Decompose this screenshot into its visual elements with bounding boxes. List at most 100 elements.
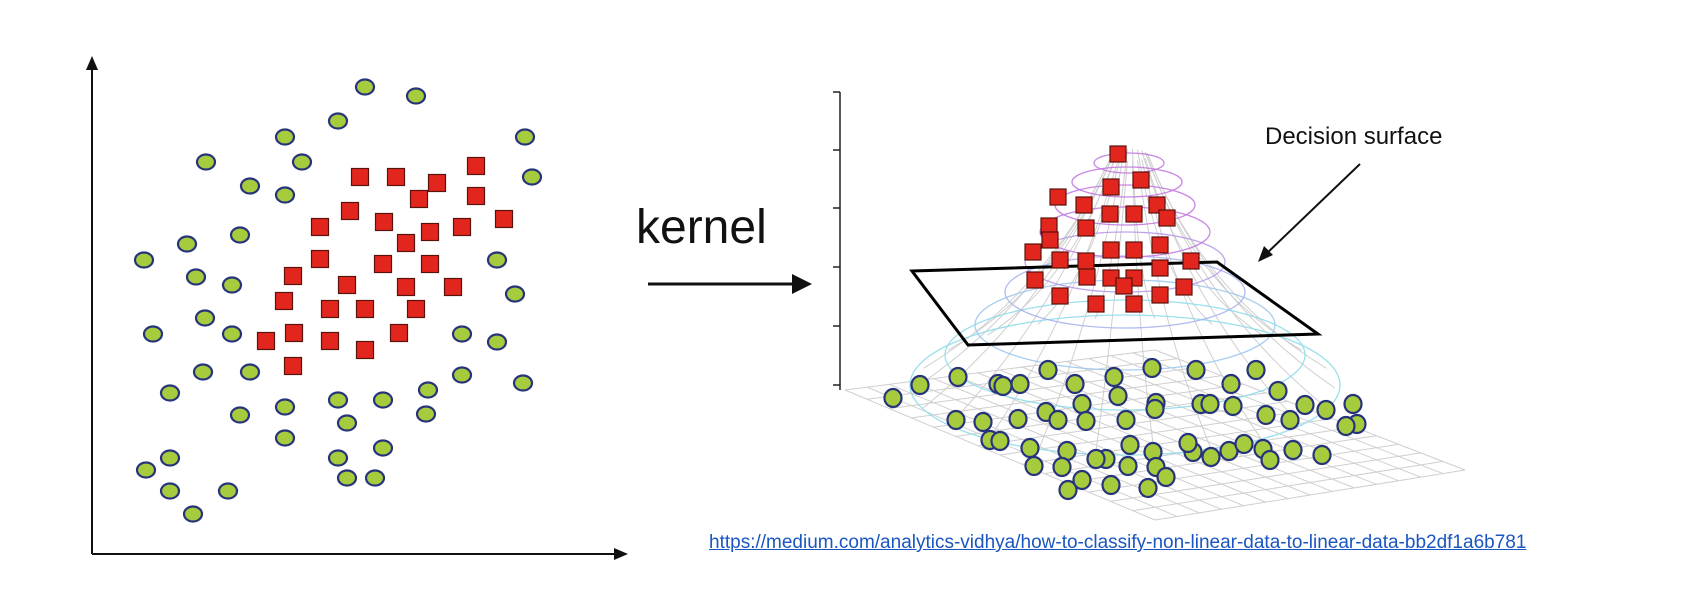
- class-a-point: [372, 391, 394, 409]
- class-a-point: [159, 449, 181, 467]
- class-b-point: [1151, 259, 1169, 277]
- class-b-point: [1041, 231, 1059, 249]
- z-axis: [833, 91, 841, 390]
- class-b-point: [320, 331, 340, 351]
- class-b-point: [1109, 145, 1127, 163]
- class-b-point: [1078, 268, 1096, 286]
- class-a-point: [1156, 466, 1176, 488]
- contour-ring: [1004, 255, 1246, 329]
- mesh-line: [1094, 160, 1128, 458]
- class-a-point: [221, 325, 243, 343]
- class-b-point: [1087, 295, 1105, 313]
- class-a-point: [229, 226, 251, 244]
- class-a-point: [1072, 469, 1092, 491]
- class-a-point: [417, 381, 439, 399]
- class-a-point: [336, 414, 358, 432]
- class-a-point: [327, 391, 349, 409]
- class-a-point: [274, 429, 296, 447]
- class-a-point: [1086, 448, 1106, 470]
- class-b-point: [1132, 171, 1150, 189]
- class-a-point: [415, 405, 437, 423]
- class-a-point: [1260, 449, 1280, 471]
- decision-surface-plane: [909, 260, 1323, 347]
- class-b-point: [1151, 286, 1169, 304]
- class-a-point: [1145, 398, 1165, 420]
- mesh-line: [1144, 151, 1302, 351]
- class-a-point: [1268, 380, 1288, 402]
- class-a-point: [1283, 439, 1303, 461]
- class-a-point: [1246, 359, 1266, 381]
- class-b-point: [1026, 271, 1044, 289]
- mesh-line: [1132, 160, 1156, 458]
- class-b-point: [1049, 188, 1067, 206]
- class-a-point: [993, 375, 1013, 397]
- class-a-point: [1295, 394, 1315, 416]
- class-a-point: [176, 235, 198, 253]
- contour-ring: [1071, 166, 1183, 198]
- class-a-point: [327, 449, 349, 467]
- class-a-point: [1138, 477, 1158, 499]
- class-a-point: [159, 384, 181, 402]
- class-b-point: [310, 217, 330, 237]
- class-a-point: [221, 276, 243, 294]
- kernel-mapping: kernel: [636, 201, 812, 294]
- mesh-line: [1088, 358, 1399, 482]
- feature-class-b-points: [1024, 145, 1200, 313]
- x-axis-arrow-icon: [614, 548, 628, 560]
- class-b-point: [1024, 243, 1042, 261]
- class-a-point: [883, 387, 903, 409]
- class-b-point: [1175, 278, 1193, 296]
- class-b-point: [389, 323, 409, 343]
- class-a-point: [973, 411, 993, 433]
- mesh-line: [948, 151, 1116, 351]
- class-b-point: [373, 254, 393, 274]
- mesh-line: [1044, 363, 1355, 489]
- class-b-point: [494, 209, 514, 229]
- input-class-b-points: [256, 156, 514, 376]
- class-a-point: [1118, 455, 1138, 477]
- class-a-point: [336, 469, 358, 487]
- class-a-point: [291, 153, 313, 171]
- class-a-point: [405, 87, 427, 105]
- class-a-point: [1280, 409, 1300, 431]
- class-a-point: [1234, 433, 1254, 455]
- class-b-point: [310, 249, 330, 269]
- decision-surface-pointer: [1264, 163, 1361, 256]
- class-a-point: [486, 333, 508, 351]
- class-b-point: [283, 356, 303, 376]
- class-a-point: [192, 363, 214, 381]
- class-a-point: [1065, 373, 1085, 395]
- class-b-point: [1115, 277, 1133, 295]
- class-b-point: [1075, 196, 1093, 214]
- class-a-point: [1052, 456, 1072, 478]
- input-class-a-points: [133, 78, 543, 523]
- mesh-line: [1136, 160, 1213, 452]
- class-a-point: [354, 78, 376, 96]
- contour-ring: [909, 314, 1341, 456]
- class-a-point: [1201, 446, 1221, 468]
- class-b-point: [1077, 219, 1095, 237]
- class-a-point: [1221, 373, 1241, 395]
- source-link[interactable]: https://medium.com/analytics-vidhya/how-…: [709, 532, 1527, 553]
- class-a-point: [1312, 444, 1332, 466]
- class-b-point: [1125, 295, 1143, 313]
- class-a-point: [195, 153, 217, 171]
- class-b-point: [355, 299, 375, 319]
- class-a-point: [1108, 385, 1128, 407]
- class-a-point: [910, 374, 930, 396]
- class-b-point: [427, 173, 447, 193]
- class-b-point: [340, 201, 360, 221]
- class-a-point: [182, 505, 204, 523]
- contour-ring: [1039, 206, 1211, 258]
- contour-ring: [1093, 152, 1165, 174]
- class-a-point: [486, 251, 508, 269]
- class-a-point: [1101, 474, 1121, 496]
- class-a-point: [1256, 404, 1276, 426]
- class-a-point: [1223, 395, 1243, 417]
- class-a-point: [990, 430, 1010, 452]
- class-b-point: [350, 167, 370, 187]
- class-b-point: [256, 331, 276, 351]
- class-a-point: [1178, 432, 1198, 454]
- class-a-point: [1343, 393, 1363, 415]
